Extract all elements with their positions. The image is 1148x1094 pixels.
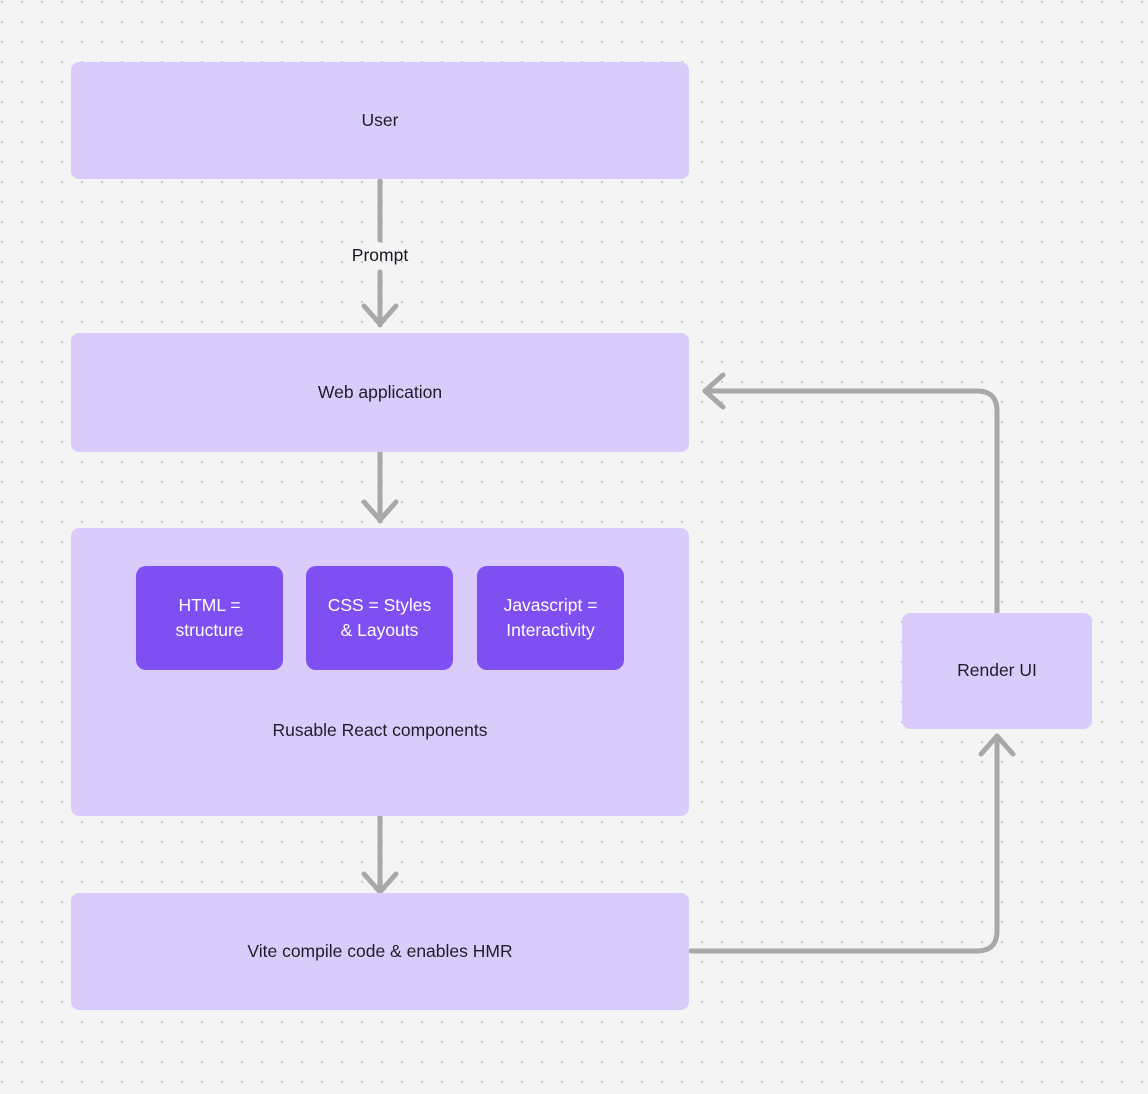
node-vite-label: Vite compile code & enables HMR [247, 940, 513, 961]
node-user[interactable]: User [71, 62, 689, 179]
chip-css[interactable]: CSS = Styles & Layouts [306, 566, 453, 670]
chip-javascript[interactable]: Javascript = Interactivity [477, 566, 624, 670]
arrowhead-render-to-web [702, 372, 726, 410]
chip-css-line1: CSS = Styles [327, 594, 432, 615]
node-web-application[interactable]: Web application [71, 333, 689, 452]
node-vite[interactable]: Vite compile code & enables HMR [71, 893, 689, 1010]
arrowhead-components-to-vite [361, 871, 399, 895]
node-render-ui-label: Render UI [957, 660, 1037, 681]
chip-css-line2: & Layouts [340, 620, 419, 640]
edge-label-prompt: Prompt [351, 245, 409, 265]
chip-html-line1: HTML = [178, 594, 241, 615]
node-user-label: User [361, 109, 399, 130]
chip-javascript-line2: Interactivity [506, 620, 595, 640]
node-components-group[interactable]: HTML = structure CSS = Styles & Layouts … [71, 528, 689, 816]
arrowhead-user-to-web [361, 303, 399, 327]
node-render-ui[interactable]: Render UI [902, 613, 1092, 729]
chip-javascript-line1: Javascript = [503, 594, 598, 615]
arrowhead-vite-to-render [978, 733, 1016, 757]
arrowhead-web-to-components [361, 499, 399, 523]
chip-html-line2: structure [175, 620, 244, 640]
edge-vite-to-render [688, 734, 1000, 954]
components-group-caption: Rusable React components [272, 720, 488, 740]
chip-row: HTML = structure CSS = Styles & Layouts … [71, 528, 689, 816]
node-web-application-label: Web application [317, 381, 443, 402]
edge-render-to-web [702, 388, 1000, 615]
chip-html[interactable]: HTML = structure [136, 566, 283, 670]
